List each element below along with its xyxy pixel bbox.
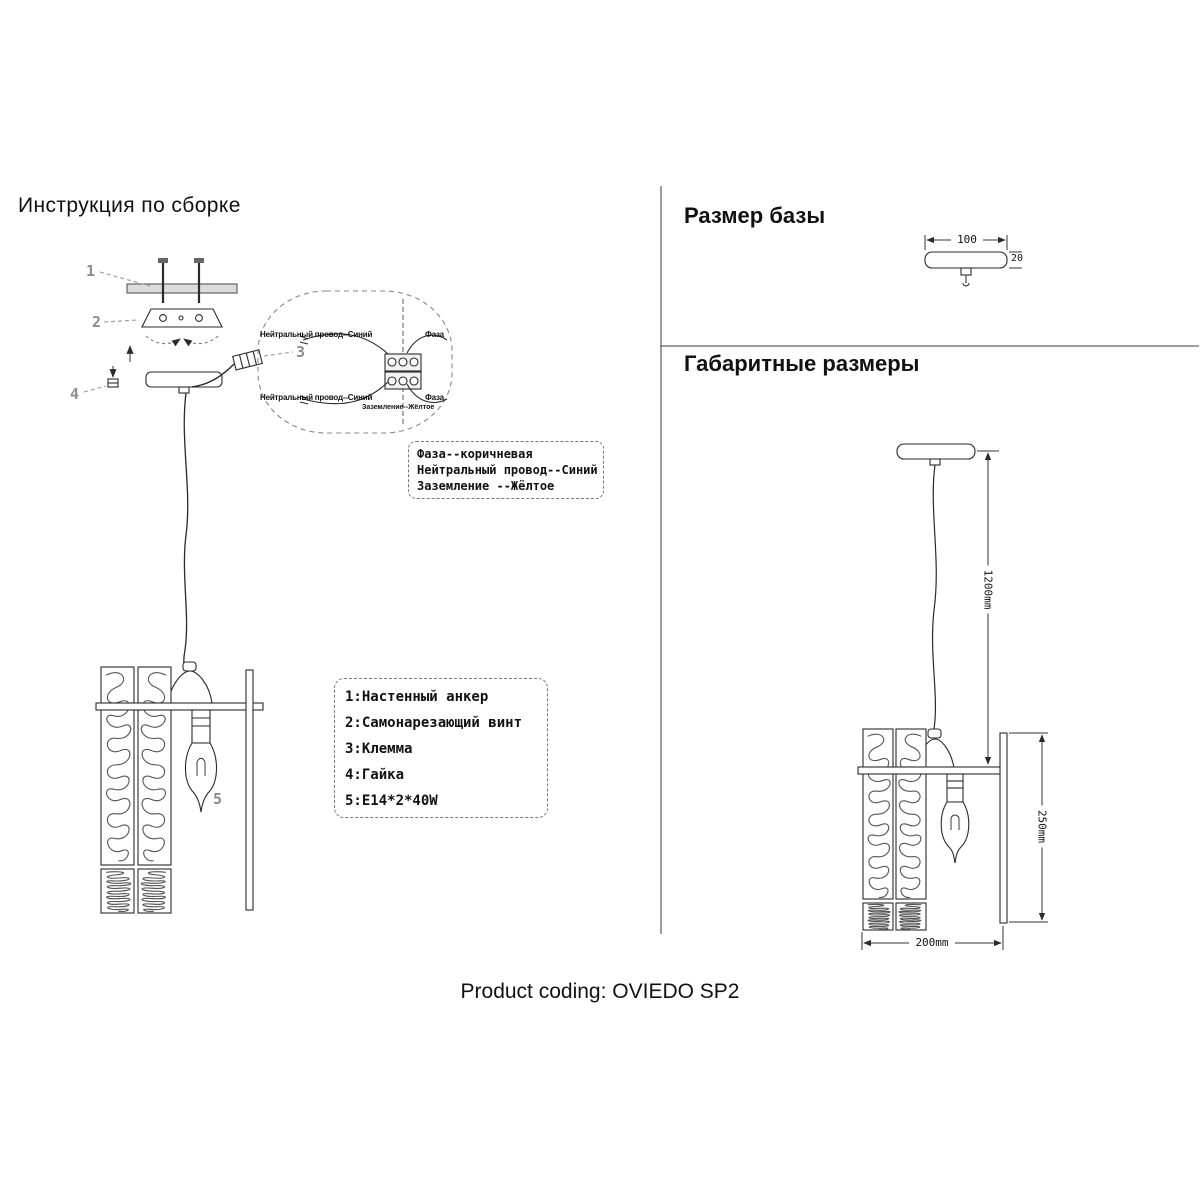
legend-phase: Фаза--коричневая	[417, 447, 533, 461]
base-height-dimension: 20	[1009, 253, 1026, 264]
mounting-bracket-drawing	[141, 308, 223, 347]
callout-5: 5	[213, 790, 223, 808]
ceiling-and-anchors-drawing	[126, 258, 238, 303]
wiring-phase-top-label: Фаза	[425, 330, 444, 339]
terminal-connector-drawing	[191, 349, 263, 388]
lamp-shade-drawing	[95, 661, 264, 914]
bulb-drawing	[940, 801, 970, 864]
shade-height-dimension: 250mm	[1035, 805, 1049, 848]
leader-4	[83, 385, 107, 393]
base-size-drawing	[924, 235, 1022, 287]
parts-item-1: 1:Настенный анкер	[345, 689, 489, 705]
shade-width-dimension: 200mm	[909, 936, 955, 949]
base-size-title: Размер базы	[684, 203, 826, 228]
wire-color-legend: Фаза--коричневая Нейтральный провод--Син…	[408, 441, 604, 499]
leader-1	[99, 271, 151, 287]
legend-neutral: Нейтральный провод--Синий	[417, 463, 598, 477]
callout-1: 1	[86, 262, 96, 280]
parts-item-2: 2:Самонарезающий винт	[345, 715, 523, 731]
bulb-drawing	[184, 742, 218, 813]
parts-list: 1:Настенный анкер 2:Самонарезающий винт …	[334, 678, 548, 818]
assembly-title: Инструкция по сборке	[18, 194, 241, 217]
callout-2: 2	[92, 313, 102, 331]
wiring-ground-label: Заземление--Жёлтое	[362, 404, 435, 411]
parts-item-4: 4:Гайка	[345, 767, 405, 783]
leader-2	[103, 319, 139, 323]
pendant-cord	[183, 392, 189, 667]
wiring-phase-bottom-label: Фаза	[425, 393, 444, 402]
canopy-drawing	[145, 371, 223, 394]
parts-item-3: 3:Клемма	[345, 741, 413, 757]
product-coding: Product coding: OVIEDO SP2	[460, 980, 740, 1003]
assembly-diagram	[83, 258, 453, 914]
wiring-neutral-top-label: Нейтральный провод--Синий	[260, 330, 373, 339]
nut-drawing	[107, 366, 119, 388]
callout-4: 4	[70, 385, 80, 403]
legend-ground: Заземление --Жёлтое	[417, 479, 555, 493]
section-dividers	[660, 186, 1199, 934]
total-height-dimension: 1200mm	[981, 565, 995, 614]
parts-item-5: 5:E14*2*40W	[345, 793, 438, 809]
leader-3	[263, 351, 294, 357]
overall-size-title: Габаритные размеры	[684, 351, 920, 376]
wiring-neutral-bottom-label: Нейтральный провод--Синий	[260, 393, 373, 402]
overall-size-drawing	[857, 443, 1048, 950]
callout-3: 3	[296, 343, 306, 361]
base-width-dimension: 100	[951, 233, 983, 246]
wiring-diagram	[257, 290, 453, 434]
